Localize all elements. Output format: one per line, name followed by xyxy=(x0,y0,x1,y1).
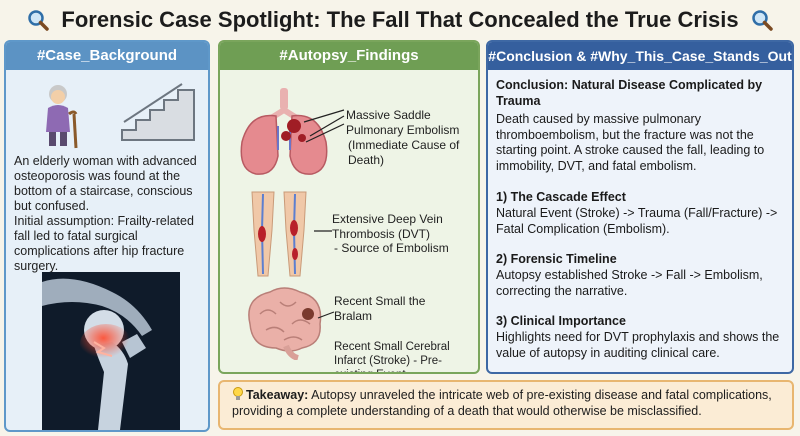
finding-3-detail: Recent Small Cerebral Infarct (Stroke) -… xyxy=(334,341,450,372)
lungs-icon xyxy=(240,88,328,175)
takeaway-text: Autopsy unraveled the intricate web of p… xyxy=(232,388,772,418)
case-background-heading: #Case_Background xyxy=(6,42,208,70)
page-title: Forensic Case Spotlight: The Fall That C… xyxy=(61,7,739,33)
point-2-title: 2) Forensic Timeline xyxy=(496,252,617,266)
finding-1-title: Massive Saddle Pulmonary Embolism xyxy=(346,108,460,137)
page-title-bar: Forensic Case Spotlight: The Fall That C… xyxy=(0,4,800,34)
conclusion-panel: #Conclusion & #Why_This_Case_Stands_Out … xyxy=(486,40,794,374)
magnifier-icon xyxy=(752,10,773,31)
legs-veins-icon xyxy=(251,191,307,277)
case-background-panel: #Case_Background An elderly woman with a… xyxy=(4,40,210,432)
point-1-text: Natural Event (Stroke) -> Trauma (Fall/F… xyxy=(496,206,778,236)
pointer-line xyxy=(317,311,335,319)
background-paragraph-2: Initial assumption: Frailty-related fall… xyxy=(14,214,194,273)
pointer-arrows xyxy=(303,109,345,143)
finding-2-title: Extensive Deep Vein Thrombosis (DVT) xyxy=(332,212,443,241)
point-3-title: 3) Clinical Importance xyxy=(496,314,626,328)
finding-3-title: Recent Small the Bralam xyxy=(334,294,426,323)
point-2-text: Autopsy established Stroke -> Fall -> Em… xyxy=(496,268,763,298)
background-paragraph-1: An elderly woman with advanced osteoporo… xyxy=(14,154,197,213)
magnifier-icon xyxy=(28,10,49,31)
point-3-text: Highlights need for DVT prophylaxis and … xyxy=(496,330,780,360)
lightbulb-icon xyxy=(233,387,243,400)
point-1-title: 1) The Cascade Effect xyxy=(496,190,626,204)
hip-fracture-xray-image xyxy=(42,272,180,430)
takeaway-box: Takeaway: Autopsy unraveled the intricat… xyxy=(218,380,794,430)
finding-1-detail: (Immediate Cause of Death) xyxy=(348,138,460,167)
conclusion-subheading: Conclusion: Natural Disease Complicated … xyxy=(496,78,763,108)
finding-2-detail: - Source of Embolism xyxy=(334,241,449,255)
conclusion-heading: #Conclusion & #Why_This_Case_Stands_Out xyxy=(488,42,792,70)
staircase-icon xyxy=(121,83,195,141)
pointer-line xyxy=(314,230,332,232)
autopsy-findings-heading: #Autopsy_Findings xyxy=(220,42,478,70)
conclusion-text: Death caused by massive pulmonary thromb… xyxy=(496,112,765,173)
elderly-woman-icon xyxy=(46,85,78,149)
brain-icon xyxy=(248,287,322,360)
autopsy-findings-panel: #Autopsy_Findings Massive Saddle Pulmona… xyxy=(218,40,480,374)
takeaway-label: Takeaway: xyxy=(246,388,309,402)
